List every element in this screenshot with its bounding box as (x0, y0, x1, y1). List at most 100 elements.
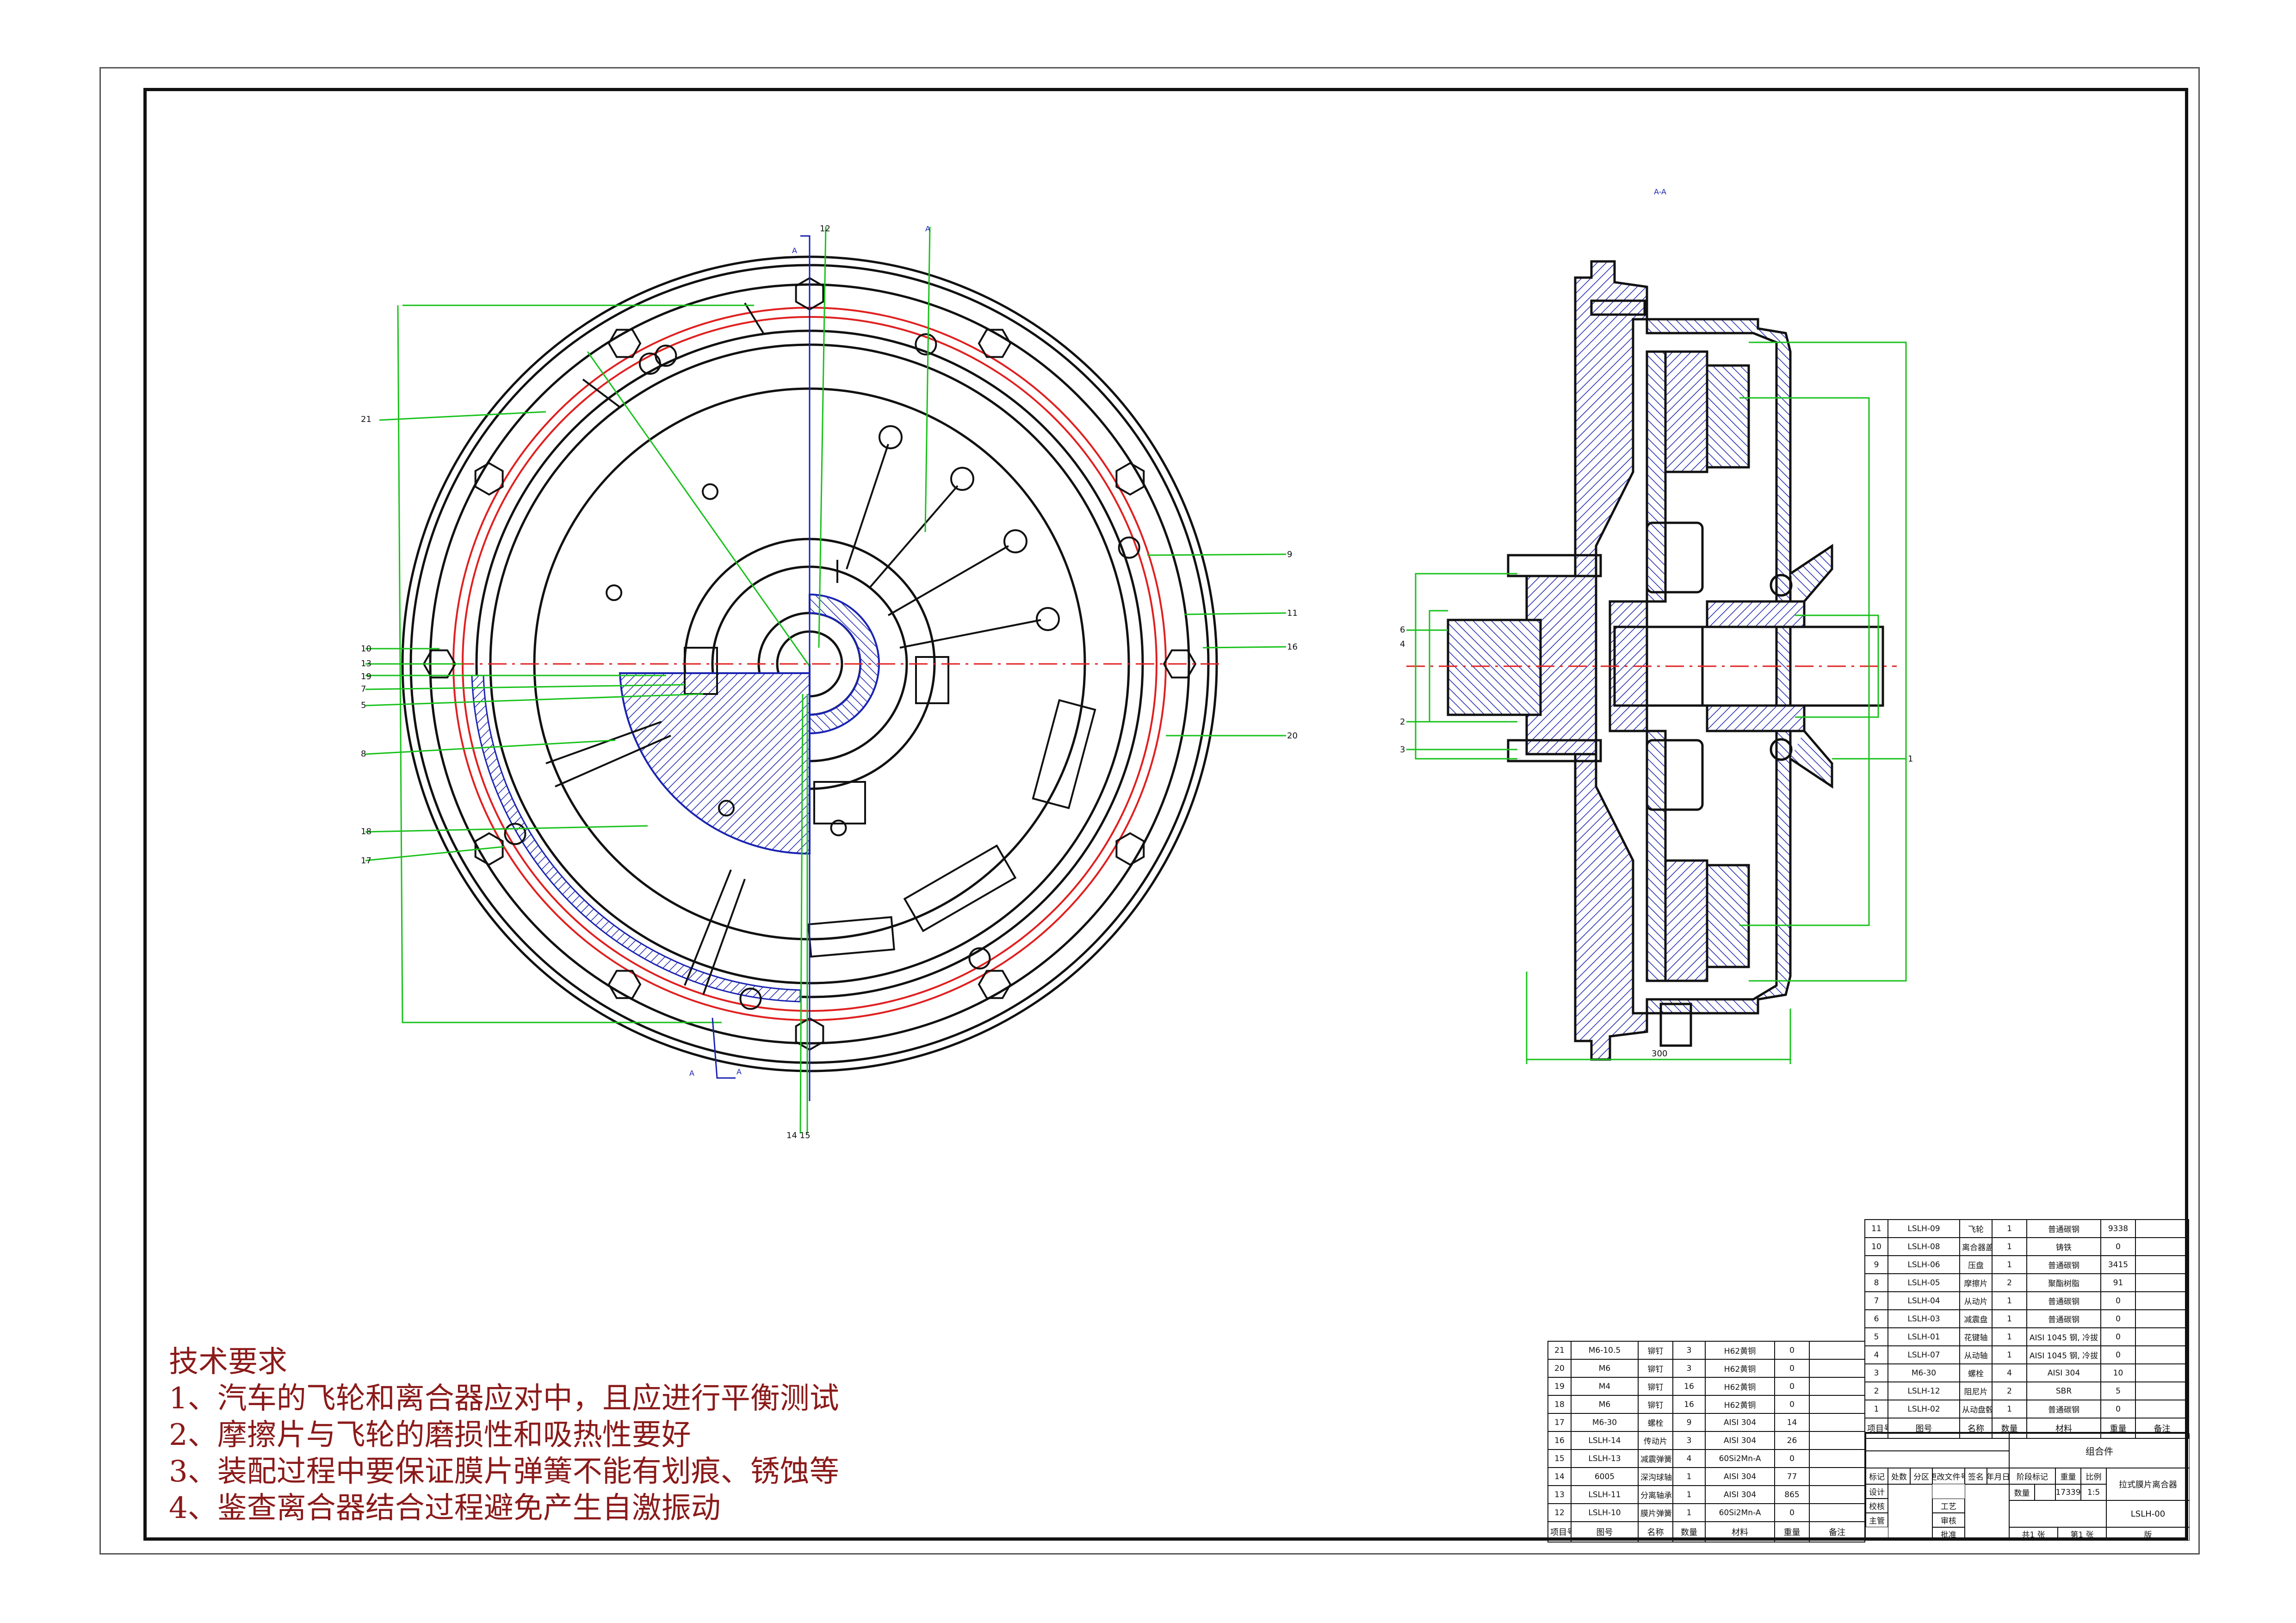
bom-header-cell: 图号 (1888, 1418, 1960, 1439)
bom-cell: 0 (1774, 1449, 1810, 1468)
bom-cell (2135, 1291, 2189, 1310)
hub-section-hatch (809, 593, 880, 735)
bom-cell (1809, 1449, 1865, 1468)
tb-scale-value: 1:5 (2081, 1484, 2106, 1500)
technical-requirements: 技术要求 1、汽车的飞轮和离合器应对中，且应进行平衡测试 2、摩擦片与飞轮的磨损… (169, 1344, 839, 1527)
bom-cell: AISI 304 (1705, 1467, 1775, 1486)
rim-bolts (422, 277, 1197, 1051)
bom-cell (1809, 1467, 1865, 1486)
bom-cell (1809, 1377, 1865, 1396)
bom-cell: 12 (1547, 1503, 1572, 1522)
plate-rivet (702, 483, 718, 500)
diaphragm-spring-lower (1789, 730, 1833, 789)
callout-7: 7 (361, 684, 366, 694)
callout-18: 18 (361, 827, 371, 836)
tb-role-process: 工艺 (1932, 1499, 1965, 1513)
bom-cell: AISI 1045 钢, 冷拔 (2026, 1327, 2101, 1346)
tb-drawing-number: LSLH-00 (2106, 1500, 2190, 1527)
bom-cell: 13 (1547, 1485, 1572, 1504)
bom-cell (1809, 1341, 1865, 1360)
requirement-4: 4、鉴查离合器结合过程避免产生自激振动 (169, 1491, 721, 1525)
bom-cell (2135, 1327, 2189, 1346)
side-callouts: 6 4 2 3 1 300 (1400, 625, 1913, 1059)
bom-cell: H62黄铜 (1705, 1341, 1775, 1360)
bom-cell: 0 (2100, 1345, 2136, 1364)
bom-cell: 0 (2100, 1400, 2136, 1419)
bom-cell: 60Si2Mn-A (1705, 1503, 1775, 1522)
bom-cell: 18 (1547, 1395, 1572, 1414)
bom-cell: M4 (1571, 1377, 1639, 1396)
bom-header-cell: 材料 (1705, 1521, 1775, 1542)
bom-cell: LSLH-13 (1571, 1449, 1639, 1468)
bom-cell (1809, 1503, 1865, 1522)
bom-cell: LSLH-03 (1888, 1309, 1960, 1328)
bom-cell: LSLH-11 (1571, 1485, 1639, 1504)
plate-rivet (606, 584, 623, 601)
bom-cell: 21 (1547, 1341, 1572, 1360)
cover-ribs (545, 302, 764, 995)
bom-cell: AISI 304 (2026, 1363, 2101, 1382)
tb-scale-label: 比例 (2081, 1468, 2106, 1484)
bom-cell: 1 (1672, 1467, 1706, 1486)
bom-cell: 普通碳钢 (2026, 1291, 2101, 1310)
bom-cell: 9338 (2100, 1219, 2136, 1238)
tb-qty-label: 数量 (2009, 1484, 2035, 1500)
tb-role-chief: 主管 (1866, 1513, 1888, 1527)
outer-border (99, 67, 2200, 1555)
bom-cell (2135, 1237, 2189, 1256)
bom-cell (2135, 1309, 2189, 1328)
bom-cell: AISI 304 (1705, 1485, 1775, 1504)
cover-rivet (1118, 536, 1140, 559)
cover-rivet (915, 333, 937, 356)
bom-header-cell: 备注 (2135, 1418, 2189, 1439)
bom-cell: 铆钉 (1638, 1341, 1673, 1360)
bom-cell: 3 (1672, 1359, 1706, 1378)
requirement-3: 3、装配过程中要保证膜片弹簧不能有划痕、锈蚀等 (169, 1455, 839, 1489)
bom-header-cell: 数量 (1992, 1418, 2027, 1439)
pressure-ring-upper (1706, 364, 1750, 469)
tb-stage-label: 阶段标记 (2009, 1468, 2055, 1484)
bom-cell: 3415 (2100, 1255, 2136, 1274)
plate-rivet (718, 799, 735, 817)
bom-cell: 1 (1864, 1400, 1888, 1419)
tb-rev-mark: 标记 (1866, 1468, 1888, 1484)
front-callouts: 12 14 15 21 10 13 19 7 5 8 18 17 9 11 16… (361, 224, 1298, 1140)
bom-cell: 1 (1672, 1503, 1706, 1522)
bom-cell: LSLH-05 (1888, 1273, 1960, 1292)
bom-cell: 普通碳钢 (2026, 1255, 2101, 1274)
callout-9: 9 (1287, 550, 1292, 559)
bom-cell: 6 (1864, 1309, 1888, 1328)
bom-cell: 离合器盖 (1959, 1237, 1993, 1256)
callout-5: 5 (361, 700, 366, 710)
rim-hex-bolt (607, 328, 642, 358)
release-bearing-lower (1706, 704, 1806, 732)
bom-cell: 15 (1547, 1449, 1572, 1468)
cover-rivet (655, 344, 677, 367)
tb-rev-sign: 签名 (1965, 1468, 1987, 1484)
bom-cell: 传动片 (1638, 1431, 1673, 1450)
bom-cell: LSLH-01 (1888, 1327, 1960, 1346)
bom-cell (1809, 1359, 1865, 1378)
tb-blank-2 (1866, 1451, 2009, 1468)
bom-cell: 0 (1774, 1377, 1810, 1396)
flywheel-bolt-bottom (1659, 1003, 1692, 1047)
bom-cell: 14 (1774, 1413, 1810, 1432)
bom-cell: 91 (2100, 1273, 2136, 1292)
bom-cell: 9 (1864, 1255, 1888, 1274)
bom-cell (1809, 1485, 1865, 1504)
bom-cell: 0 (1774, 1341, 1810, 1360)
bom-cell: M6-10.5 (1571, 1341, 1639, 1360)
bom-cell: 5 (1864, 1327, 1888, 1346)
rim-hex-bolt (978, 328, 1012, 358)
callout-21: 21 (361, 415, 371, 424)
tb-role-design: 设计 (1866, 1484, 1888, 1499)
